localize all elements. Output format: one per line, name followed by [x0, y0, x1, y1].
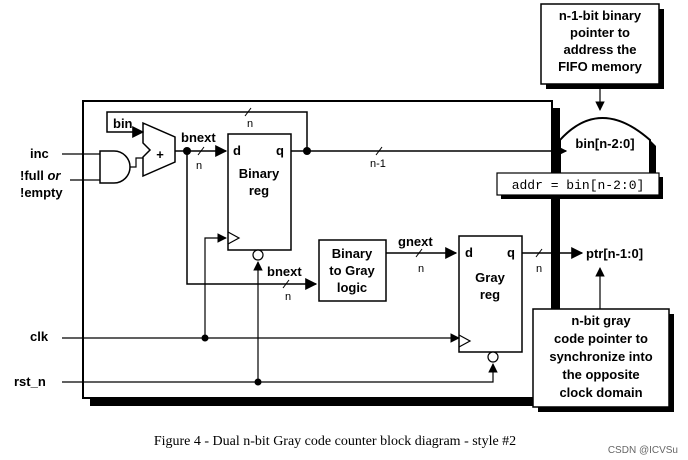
gnext-label: gnext: [398, 234, 433, 249]
bin-q-node: [303, 147, 311, 155]
rst-node: [254, 378, 262, 386]
binary-reg-reset-bubble: [252, 249, 264, 261]
bin2gray-label-2: to Gray: [329, 263, 375, 278]
adder-plus: +: [156, 147, 164, 162]
gray-reg-clock-triangle: [458, 334, 472, 348]
bottom-callout-line-2: code pointer to: [554, 331, 648, 346]
gray-reg-d: d: [465, 245, 473, 260]
binary-reg-q: q: [276, 143, 284, 158]
bin2gray-label-3: logic: [337, 280, 367, 295]
binary-reg-label-1: Binary: [239, 166, 280, 181]
ptr-output-label: ptr[n-1:0]: [586, 246, 643, 261]
bnext-top-label: bnext: [181, 130, 216, 145]
and-to-adder-wire: [130, 157, 143, 168]
bottom-callout-line-3: synchronize into: [549, 349, 652, 364]
bin-out-slash: [375, 146, 383, 156]
bottom-callout-line-4: the opposite: [562, 367, 639, 382]
addr-label: addr = bin[n-2:0]: [512, 178, 645, 193]
bin-bus-slash: [244, 107, 252, 117]
top-callout-line-1: n-1-bit binary: [559, 8, 642, 23]
ptr-slash: [535, 248, 543, 258]
gnext-width: n: [418, 263, 424, 275]
clk-to-binary-reg-wire: [204, 233, 227, 338]
gnext-slash: [415, 248, 423, 258]
bin2gray-label-1: Binary: [332, 246, 373, 261]
full-label-or: or: [47, 168, 61, 183]
bnext-bottom-label: bnext: [267, 264, 302, 279]
gray-reg-label-2: reg: [480, 287, 500, 302]
bnext-bottom-width: n: [285, 291, 291, 303]
top-callout-line-4: FIFO memory: [558, 59, 643, 74]
clk-node: [201, 334, 209, 342]
gray-reg-reset-bubble: [487, 351, 499, 363]
binary-reg-d: d: [233, 143, 241, 158]
bnext-bus-slash: [197, 146, 205, 156]
top-callout-line-2: pointer to: [570, 25, 630, 40]
ptr-width: n: [536, 263, 542, 275]
figure-caption: Figure 4 - Dual n-bit Gray code counter …: [154, 434, 516, 449]
empty-label: !empty: [20, 185, 63, 200]
bin-label: bin: [113, 116, 133, 131]
rst-n-label: rst_n: [14, 374, 46, 389]
bnext-to-gray-wire: [186, 151, 318, 290]
bottom-callout-box: [532, 308, 670, 408]
bin-output-dome-shadow: [650, 140, 656, 180]
gray-reg-label-1: Gray: [475, 270, 505, 285]
bin2gray-box: [318, 239, 387, 302]
bottom-callout-line-5: clock domain: [559, 385, 642, 400]
bin-bus-width: n: [247, 118, 253, 130]
full-label-a: !full: [20, 168, 47, 183]
bin-out-width: n-1: [370, 158, 386, 170]
and-gate: [99, 150, 131, 184]
top-callout-box: [540, 3, 660, 85]
bnext-top-width: n: [196, 160, 202, 172]
adder: [142, 121, 176, 178]
top-callout-line-3: address the: [564, 42, 637, 57]
addr-box: [496, 172, 660, 196]
binary-reg-label-2: reg: [249, 183, 269, 198]
bin-output-dome: [559, 117, 651, 174]
full-label: !full or: [20, 168, 61, 183]
bin-feedback-wire: [106, 111, 308, 151]
binary-reg-clock-triangle: [227, 231, 241, 245]
bin-output-label: bin[n-2:0]: [575, 136, 634, 151]
clk-label: clk: [30, 329, 49, 344]
inc-label: inc: [30, 146, 49, 161]
watermark: CSDN @ICVSu: [608, 445, 678, 456]
bnext-bottom-slash: [282, 279, 290, 289]
gray-reg-q: q: [507, 245, 515, 260]
bottom-callout-line-1: n-bit gray: [571, 313, 631, 328]
rst-n-wire: [62, 363, 498, 383]
